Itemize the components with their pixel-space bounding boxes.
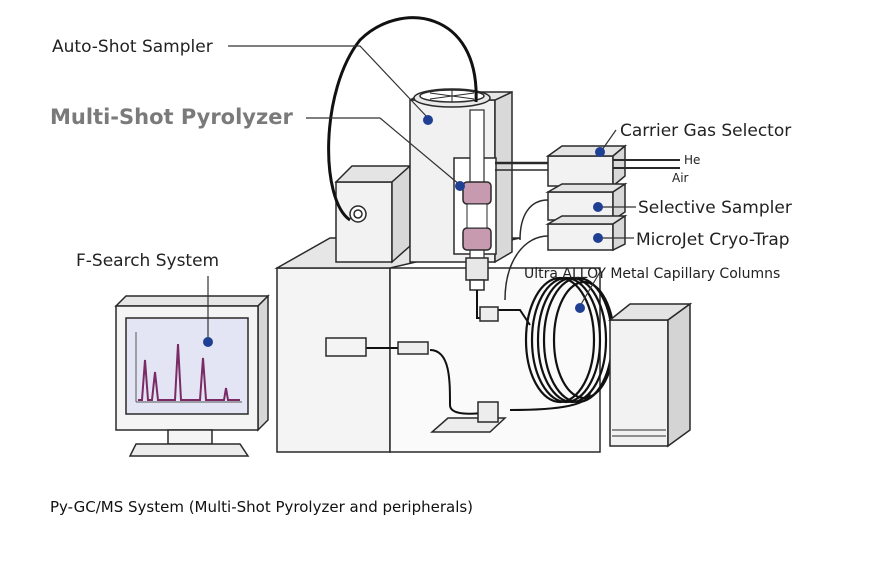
label-multi-shot-pyrolyzer: Multi-Shot Pyrolyzer — [50, 105, 293, 129]
dot-selective-sampler — [593, 202, 603, 212]
label-he: He — [684, 153, 700, 167]
label-auto-shot-sampler: Auto-Shot Sampler — [52, 37, 213, 57]
sampler-cable — [327, 16, 478, 222]
dot-auto-shot-sampler — [423, 115, 433, 125]
dot-capillary-columns — [575, 303, 585, 313]
label-carrier-gas-selector: Carrier Gas Selector — [620, 121, 791, 141]
chromatogram — [135, 332, 242, 403]
injector — [465, 257, 489, 281]
f-search-monitor — [114, 294, 270, 457]
mass-spectrometer — [607, 302, 693, 448]
monitor-stand — [128, 443, 250, 457]
pyrolyzer-controller — [334, 164, 412, 264]
column-connector — [479, 306, 499, 322]
pyrolyzer-tower — [409, 88, 513, 291]
figure-caption: Py-GC/MS System (Multi-Shot Pyrolyzer an… — [50, 498, 474, 516]
callout-dots — [203, 115, 605, 347]
label-air: Air — [672, 171, 689, 185]
dot-f-search — [203, 337, 213, 347]
label-ultra-alloy-columns: Ultra ALLOY Metal Capillary Columns — [524, 266, 780, 282]
transfer-line — [325, 337, 367, 357]
valve-stack — [495, 144, 680, 301]
dot-multi-shot-pyrolyzer — [455, 181, 465, 191]
dot-cryo-trap — [593, 233, 603, 243]
pyrolysis-chamber-lower — [462, 227, 492, 251]
oven-fittings — [325, 306, 507, 433]
dot-carrier-gas — [595, 147, 605, 157]
label-f-search-system: F-Search System — [76, 251, 219, 271]
chromatogram-trace — [138, 343, 240, 401]
pyrolysis-chamber-upper — [462, 181, 492, 205]
leader-lines — [207, 45, 636, 340]
label-microjet-cryo-trap: MicroJet Cryo-Trap — [636, 230, 790, 250]
label-selective-sampler: Selective Sampler — [638, 198, 792, 218]
